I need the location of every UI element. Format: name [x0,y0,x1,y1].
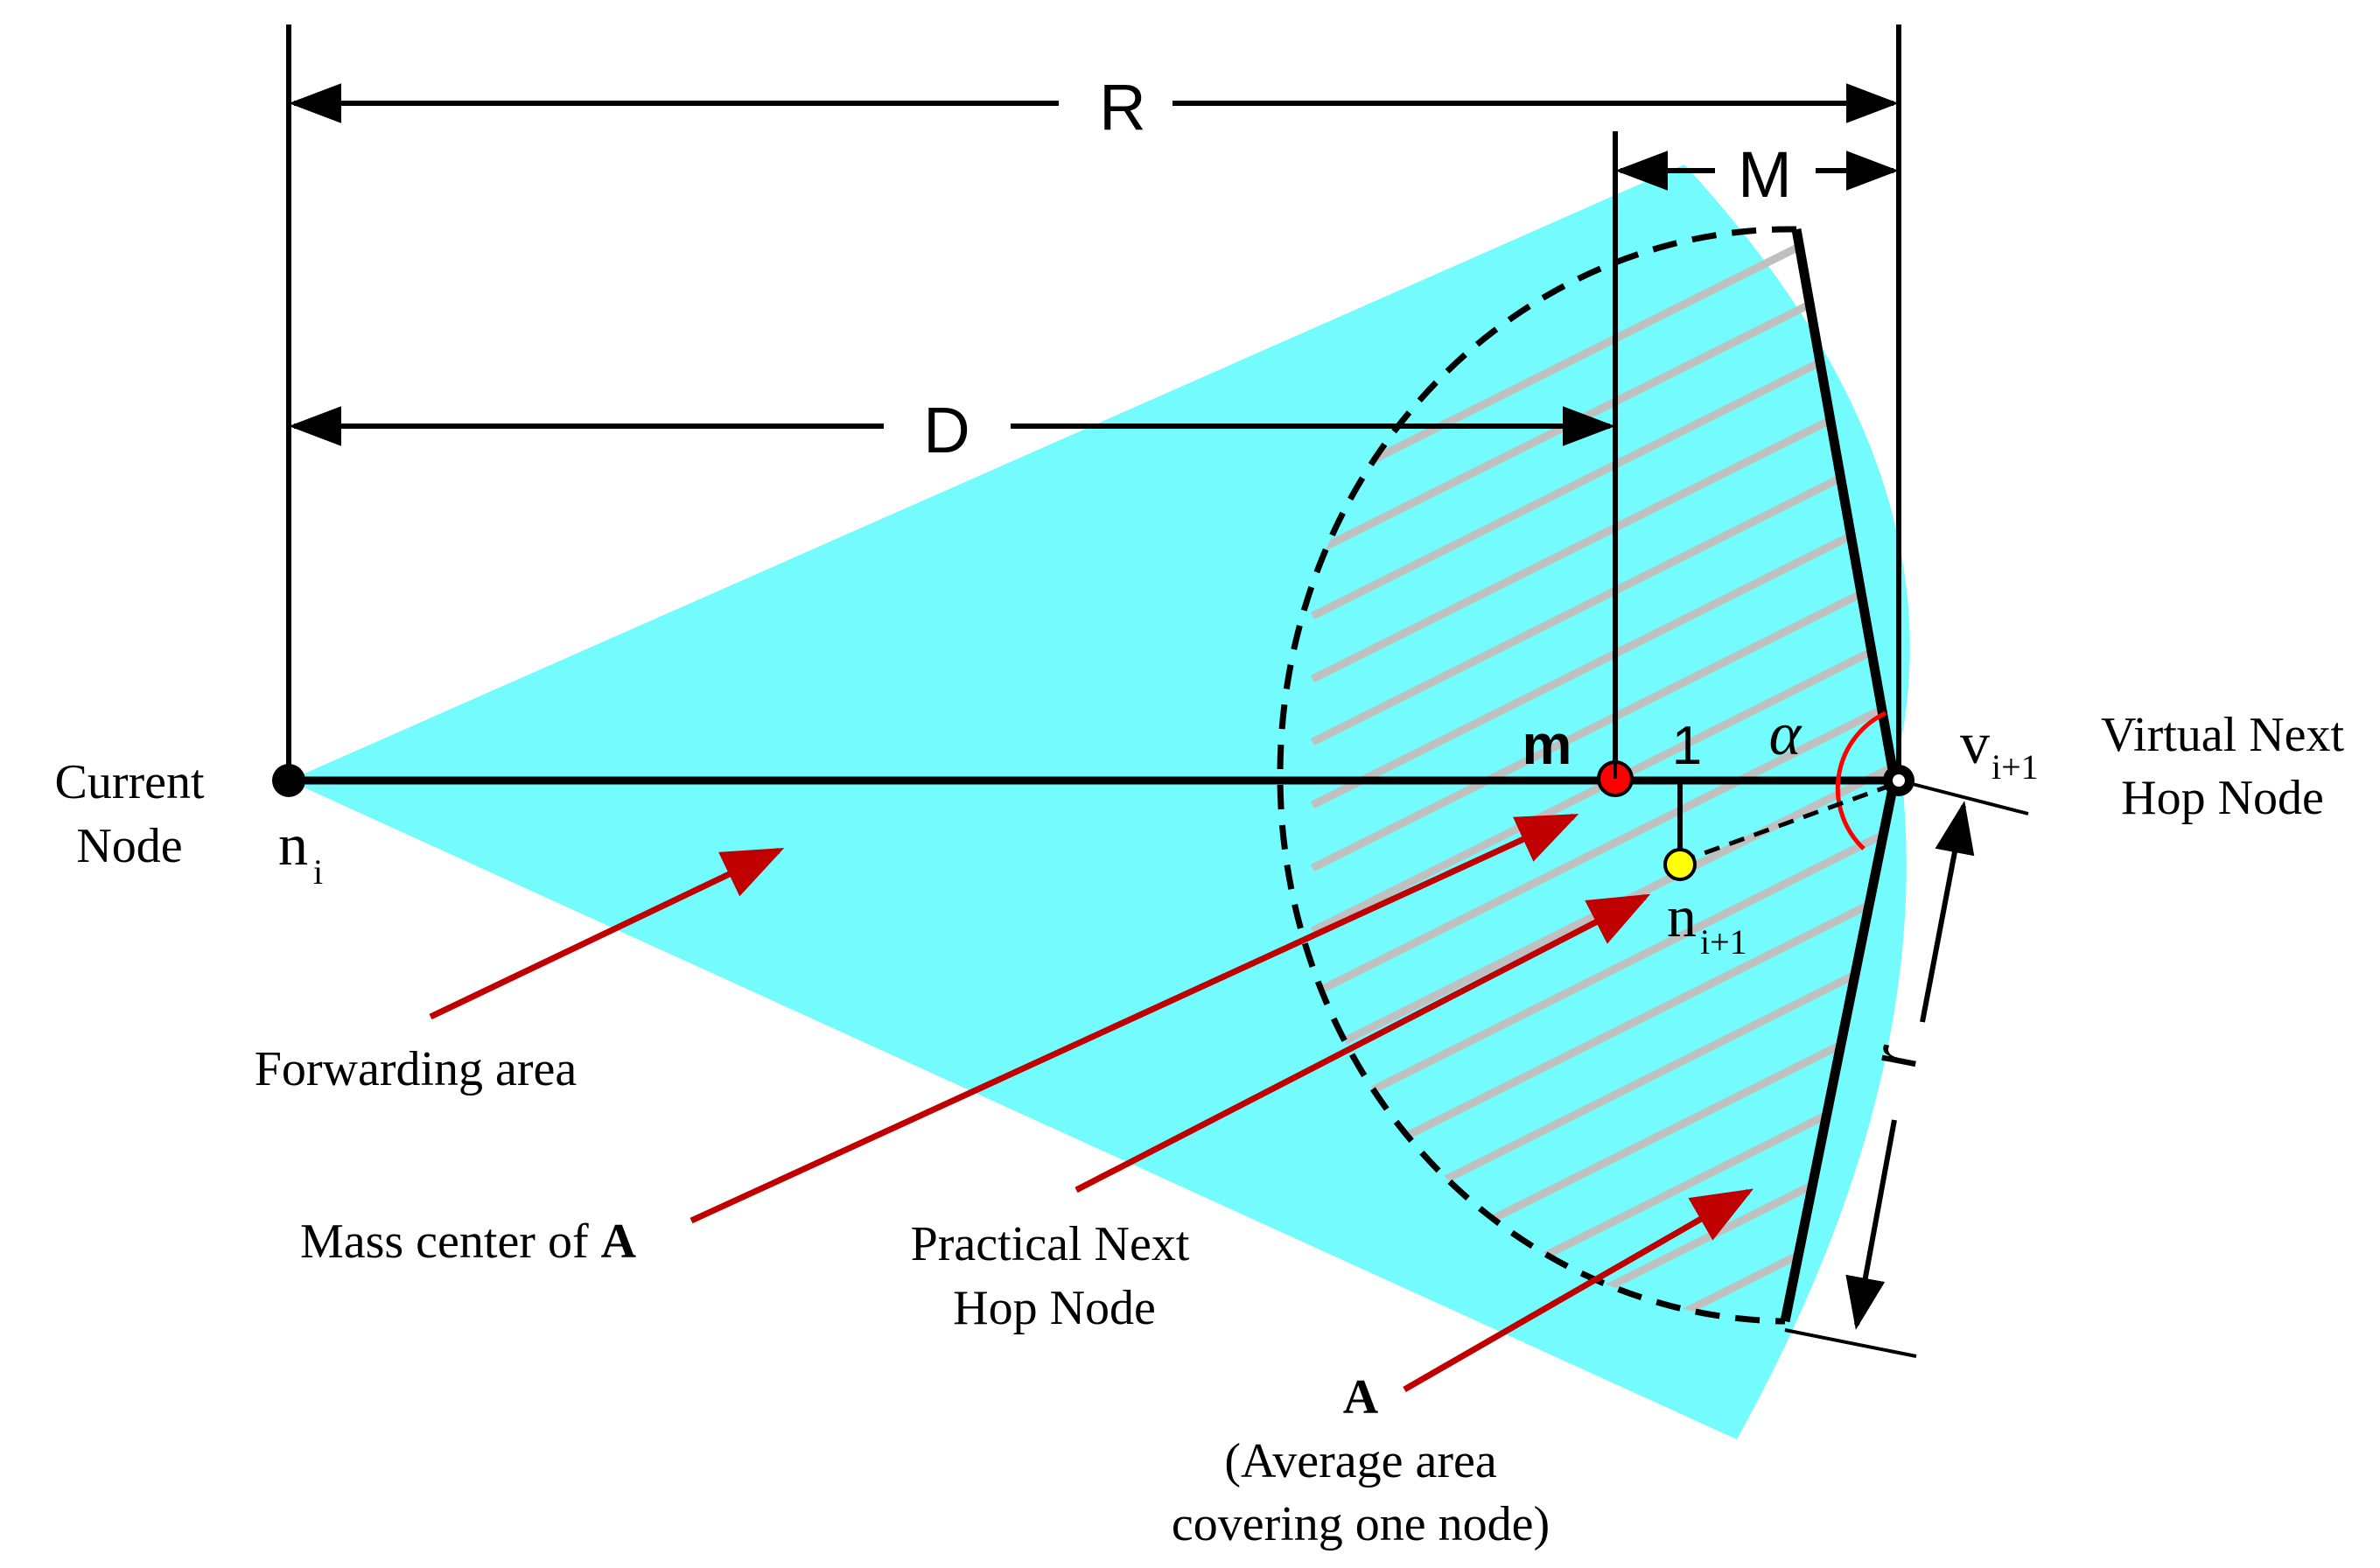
v-next-base: v [1960,710,1990,776]
alpha-label: α [1769,701,1802,768]
M-label: M [1738,138,1792,211]
v-next-sub: i+1 [1992,747,2039,787]
virtual-next-hop-node-inner [1893,774,1905,787]
mass-center-arrow [690,813,1579,1224]
mass-center-label-prefix: Mass center of [300,1214,601,1269]
area-A-label-line1: (Average area [1224,1434,1497,1488]
practical-next-hop-arrow [1074,893,1651,1194]
mass-center-label-bold: A [601,1214,637,1269]
n-i-label: n i [278,811,323,892]
R-label: R [1099,71,1145,144]
n-i-sub: i [313,852,323,892]
area-A-dashed-boundary [1277,226,1797,1325]
n-next-base: n [1667,883,1697,949]
current-node-label-line2: Node [76,819,182,873]
r-dimension-upper [1920,801,1975,1023]
area-A-arrow [1403,1188,1754,1393]
D-label: D [923,394,970,466]
v-next-label: v i+1 [1960,710,2039,787]
forwarding-area-arrow [429,847,785,1020]
area-A-lower-edge [1780,778,1900,1323]
r-extension-bottom [1784,1328,1917,1358]
alpha-angle-arc [1835,710,1887,850]
r-dimension-lower [1845,1119,1897,1330]
one-label: 1 [1672,716,1702,776]
current-node-dot [272,764,305,797]
forwarding-area [289,164,1910,1439]
area-A-label-line2: covering one node) [1172,1497,1550,1551]
virtual-node-label-line1: Virtual Next [2101,708,2345,762]
current-node-label-line1: Current [54,755,205,809]
virtual-node-label-line2: Hop Node [2121,771,2324,825]
r-extension-top [1898,779,2029,816]
mass-center-label: Mass center of A [300,1214,637,1269]
forwarding-area-label: Forwarding area [255,1042,578,1096]
m-label: m [1522,713,1572,776]
practical-next-hop-dot [1663,848,1697,881]
practical-next-hop-label-line1: Practical Next [911,1217,1190,1271]
area-A-upper-edge [1791,228,1900,780]
area-A-title: A [1343,1370,1379,1424]
n-next-sub: i+1 [1700,922,1747,962]
practical-next-hop-label-line2: Hop Node [953,1281,1156,1335]
n-i-base: n [278,811,308,878]
n-next-label: n i+1 [1667,883,1747,962]
practical-to-virtual-dashed [1679,780,1898,864]
